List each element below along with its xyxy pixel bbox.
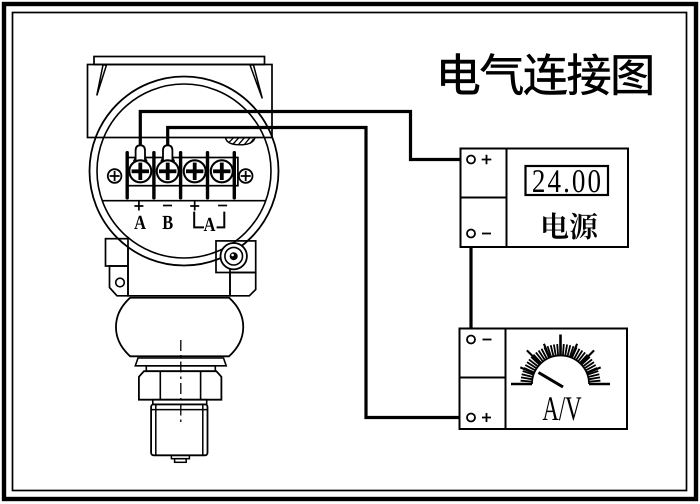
voltage-display	[524, 164, 610, 197]
terminal-label-b: B	[162, 212, 173, 234]
power-label	[543, 212, 598, 240]
terminal-screws	[128, 159, 234, 184]
meter-box: A/V	[458, 327, 628, 430]
power-plus-terminal	[466, 154, 476, 165]
side-screw-left	[106, 168, 123, 184]
gauge-arc	[531, 354, 590, 385]
terminal-post	[232, 151, 236, 200]
terminal-label-a: A	[134, 212, 146, 234]
gauge-mid-ticks	[519, 343, 602, 375]
cap-chamfer-left	[96, 64, 108, 96]
neck-outline	[127, 247, 231, 297]
terminal-signs	[134, 201, 228, 211]
terminal-post	[178, 151, 183, 200]
terminal-posts	[125, 151, 236, 200]
loop-bracket-right	[216, 211, 226, 229]
plus-sign	[190, 201, 200, 211]
wiring	[138, 109, 473, 420]
screw-1	[128, 159, 153, 184]
cap-chamfer-right	[248, 64, 264, 99]
gland-outline	[224, 137, 256, 146]
lug-body	[162, 144, 174, 161]
screw-cross	[109, 171, 120, 181]
lock-bolt-mid	[224, 246, 244, 266]
cjk-glyph	[613, 55, 652, 96]
terminal-post	[125, 151, 129, 200]
hex-nut	[138, 370, 223, 401]
left-ear	[104, 237, 129, 267]
screw-3	[182, 159, 207, 184]
lock-bolt-pin	[231, 253, 234, 257]
screw-slot-v	[192, 162, 197, 180]
hex-nut-facets	[159, 371, 202, 400]
inner-border	[11, 11, 688, 492]
meter-minus-terminal	[466, 334, 476, 345]
side-screw-right	[237, 168, 254, 184]
analog-gauge	[511, 334, 610, 389]
power-minus-terminal	[466, 228, 476, 239]
thread-relief-lines	[151, 404, 208, 455]
lug-body	[134, 144, 146, 161]
cjk-glyph	[569, 212, 598, 240]
cjk-glyph	[523, 53, 568, 96]
cable-gland-hatch	[224, 137, 256, 146]
meter-plus-terminal	[466, 412, 476, 423]
page-title	[441, 53, 652, 96]
flange-upper	[134, 357, 228, 367]
loop-bracket-left	[193, 211, 204, 229]
housing-outer-circle	[88, 75, 280, 267]
lock-bolt-core	[229, 252, 238, 261]
screw-slot-v	[165, 162, 170, 180]
wire-minus-to-meter	[166, 125, 468, 420]
cjk-glyph	[543, 212, 569, 239]
plus-sign	[482, 413, 491, 422]
gauge-major-ticks	[511, 334, 610, 386]
wire-lug-1	[132, 144, 148, 162]
wire-plus-to-power	[138, 109, 468, 162]
gland-hatch-lines	[228, 137, 255, 146]
left-tab	[108, 265, 129, 297]
cjk-glyph	[441, 53, 480, 95]
terminal-post	[152, 151, 156, 200]
lug-flare	[132, 157, 148, 162]
left-tab-hole	[114, 277, 126, 288]
right-tab	[229, 271, 257, 297]
cap-body	[86, 63, 273, 139]
screw-slot-v	[219, 162, 224, 180]
voltage-value: 24.00	[532, 164, 603, 200]
plus-sign	[134, 201, 144, 211]
power-supply-box: 24.00	[459, 147, 629, 248]
cjk-glyph	[480, 53, 524, 96]
meter-box-outline	[458, 327, 628, 430]
screw-2	[155, 159, 180, 184]
screw-slot-v	[138, 162, 143, 180]
thread-plug	[150, 403, 209, 457]
loop-meter-label: A	[204, 214, 216, 236]
housing-inner-circle	[96, 83, 272, 259]
screw-4	[209, 159, 234, 184]
cjk-glyph	[567, 53, 611, 96]
sphere-body	[115, 296, 245, 358]
tip-step-2	[173, 457, 187, 464]
lug-flare	[160, 157, 176, 162]
meter-label: A/V	[542, 390, 581, 428]
cap-band	[93, 55, 266, 66]
gauge-needle	[537, 371, 564, 389]
screw-cross	[240, 171, 251, 181]
wire-lug-2	[160, 144, 176, 162]
plus-sign	[481, 154, 492, 165]
pressure-transmitter: A B A	[86, 55, 280, 464]
terminal-post	[205, 151, 210, 200]
